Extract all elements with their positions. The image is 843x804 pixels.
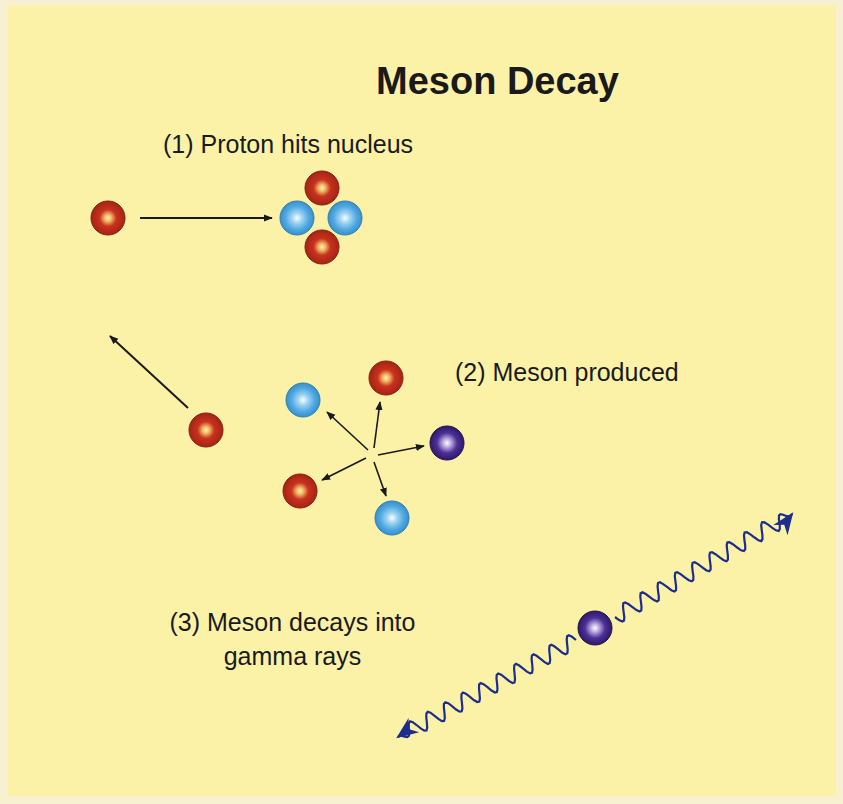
neutron bbox=[328, 201, 362, 235]
step-label: (1) Proton hits nucleus bbox=[163, 130, 413, 159]
proton bbox=[305, 171, 339, 205]
proton bbox=[91, 201, 125, 235]
proton bbox=[189, 413, 223, 447]
gamma-ray bbox=[615, 514, 792, 622]
neutron bbox=[286, 383, 320, 417]
yellow-ground bbox=[8, 6, 836, 796]
meson bbox=[430, 426, 464, 460]
motion-arrow bbox=[110, 336, 188, 408]
proton bbox=[369, 361, 403, 395]
neutron bbox=[375, 501, 409, 535]
step-label: (2) Meson produced bbox=[455, 358, 679, 387]
motion-arrow bbox=[140, 217, 272, 219]
diagram-title: Meson Decay bbox=[376, 60, 619, 103]
proton bbox=[283, 474, 317, 508]
step-label: (3) Meson decays into gamma rays bbox=[150, 606, 435, 674]
scatter-arrows bbox=[322, 402, 424, 496]
proton bbox=[305, 230, 339, 264]
neutron bbox=[280, 201, 314, 235]
gamma-ray bbox=[398, 635, 576, 737]
meson bbox=[578, 611, 612, 645]
